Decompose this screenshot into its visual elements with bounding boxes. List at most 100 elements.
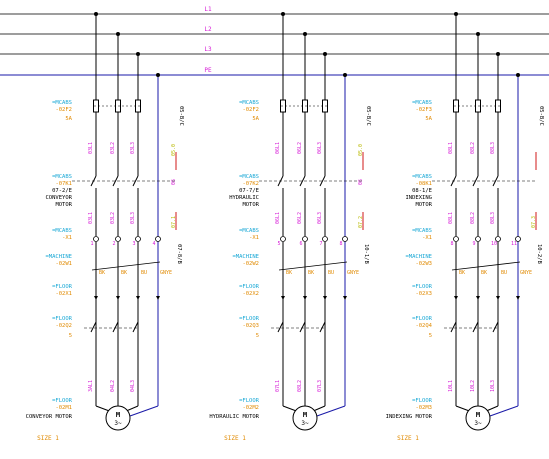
floor-tag: =FLOOR (52, 284, 73, 290)
motor-ref: -02M3 (415, 405, 432, 411)
isolator-number: 5 (69, 333, 72, 339)
terminal-side-ref: 10-2/B (536, 244, 542, 265)
wire-color-label: BU (141, 270, 147, 276)
machine-ref: -02W3 (415, 261, 432, 267)
floor-terminal-arrow (516, 296, 520, 300)
wire-tag-c: 07.1 (171, 216, 177, 228)
wire-color-label: BK (459, 270, 465, 276)
terminal-tag: =MCABS (412, 228, 432, 234)
mcb-ref: -02F2 (242, 107, 259, 113)
motor-symbol (465, 405, 491, 431)
isolator-ref: -02Q2 (55, 323, 72, 329)
floor-ref: -02X2 (242, 291, 259, 297)
isolator-contact (132, 321, 139, 333)
cable-label-mid: 03L3 (130, 212, 136, 224)
terminal-3 (495, 236, 501, 242)
contactor-desc-1: 08-1/E (412, 188, 432, 194)
cable-label-mid: 03L1 (88, 212, 94, 224)
contactor-tag: =MCABS (239, 174, 259, 180)
wire-color-label: BK (481, 270, 487, 276)
contactor-contact (132, 175, 139, 187)
contactor-desc-2: CONVEYOR (46, 195, 73, 201)
wire-tag-c: 07.3 (531, 216, 537, 228)
cable-label-bot: 07L3 (317, 380, 323, 392)
contactor-ref: -08K1 (415, 181, 432, 187)
terminal-2 (302, 236, 308, 242)
motor-lead-pe (316, 405, 346, 417)
contactor-contact (299, 175, 306, 187)
cable-label-mid: 08L3 (490, 212, 496, 224)
terminal-1 (453, 236, 459, 242)
terminal-number: 5 (277, 241, 280, 247)
isolator-contact (277, 321, 284, 333)
bus-label-3: L3 (204, 46, 212, 53)
motor-ref: -02M2 (242, 405, 259, 411)
terminal-number: 10 (491, 241, 497, 247)
bus-junction-dot (454, 12, 458, 16)
cable-label-bot: 10L2 (470, 380, 476, 392)
contactor-contact (112, 175, 119, 187)
terminal-1 (280, 236, 286, 242)
motor-phase: 3~ (474, 420, 482, 427)
terminal-1 (93, 236, 99, 242)
terminal-ref: -X1 (62, 235, 72, 241)
bus-junction-dot (281, 12, 285, 16)
isolator-contact (319, 321, 326, 333)
cable-label-top: 06L1 (275, 142, 281, 154)
motor-name: CONVEYOR MOTOR (26, 414, 73, 420)
cable-label-bot: 10L1 (448, 380, 454, 392)
terminal-2 (475, 236, 481, 242)
isolator-ref: -02Q3 (242, 323, 259, 329)
isolator-number: 5 (256, 333, 259, 339)
terminal-number: 2 (112, 241, 115, 247)
wire-color-label: BK (286, 270, 292, 276)
cable-label-top: 03L3 (130, 142, 136, 154)
terminal-number: 8 (339, 241, 342, 247)
terminal-4 (155, 236, 161, 242)
bus-label-1: L1 (204, 6, 212, 13)
motor-lead-pe (129, 405, 159, 417)
cable-label-top: 06L3 (317, 142, 323, 154)
contactor-desc-1: 07-2/E (52, 188, 72, 194)
cable-label-top: 08L2 (470, 142, 476, 154)
cable-label-mid: 08L1 (448, 212, 454, 224)
pe-junction-dot (343, 73, 347, 77)
terminal-number: 8 (450, 241, 453, 247)
mcb-ref: -02F2 (55, 107, 72, 113)
cable-label-mid: 06L2 (297, 212, 303, 224)
motor-tag: =FLOOR (52, 398, 73, 404)
cable-label-bot: 10L3 (490, 380, 496, 392)
bus-junction-dot (323, 52, 327, 56)
contactor-desc-3: MOTOR (415, 202, 432, 208)
wire-color-label: BK (121, 270, 127, 276)
motor-symbol (292, 405, 318, 431)
cable-label-bot: 3AL1 (88, 380, 94, 392)
floor-terminal-arrow (303, 296, 307, 300)
mcb-ref: -02F3 (415, 107, 432, 113)
isolator-tag: =FLOOR (239, 316, 260, 322)
mcb-rating: 5A (425, 116, 432, 122)
isolator-ref: -02Q4 (415, 323, 432, 329)
wire-color-label: BU (328, 270, 334, 276)
machine-ref: -02W2 (242, 261, 259, 267)
bus-junction-dot (94, 12, 98, 16)
cable-label-top: 03L2 (110, 142, 116, 154)
wire-color-label: BU (501, 270, 507, 276)
wire-color-label: BK (99, 270, 105, 276)
motor-lead-pe (489, 405, 519, 417)
floor-terminal-arrow (156, 296, 160, 300)
contactor-desc-1: 07-7/E (239, 188, 259, 194)
terminal-tag: =MCABS (52, 228, 72, 234)
mcb-side-ref: 05-B/C (538, 106, 544, 126)
mcb-tag: =MCABS (52, 100, 72, 106)
pe-junction-dot (516, 73, 520, 77)
cable-sheath-slash (91, 261, 161, 271)
terminal-number: 1 (90, 241, 93, 247)
mcb-side-ref: 05-B/C (178, 106, 184, 126)
isolator-number: 5 (429, 333, 432, 339)
cable-label-mid: 06L3 (317, 212, 323, 224)
terminal-2 (115, 236, 121, 242)
